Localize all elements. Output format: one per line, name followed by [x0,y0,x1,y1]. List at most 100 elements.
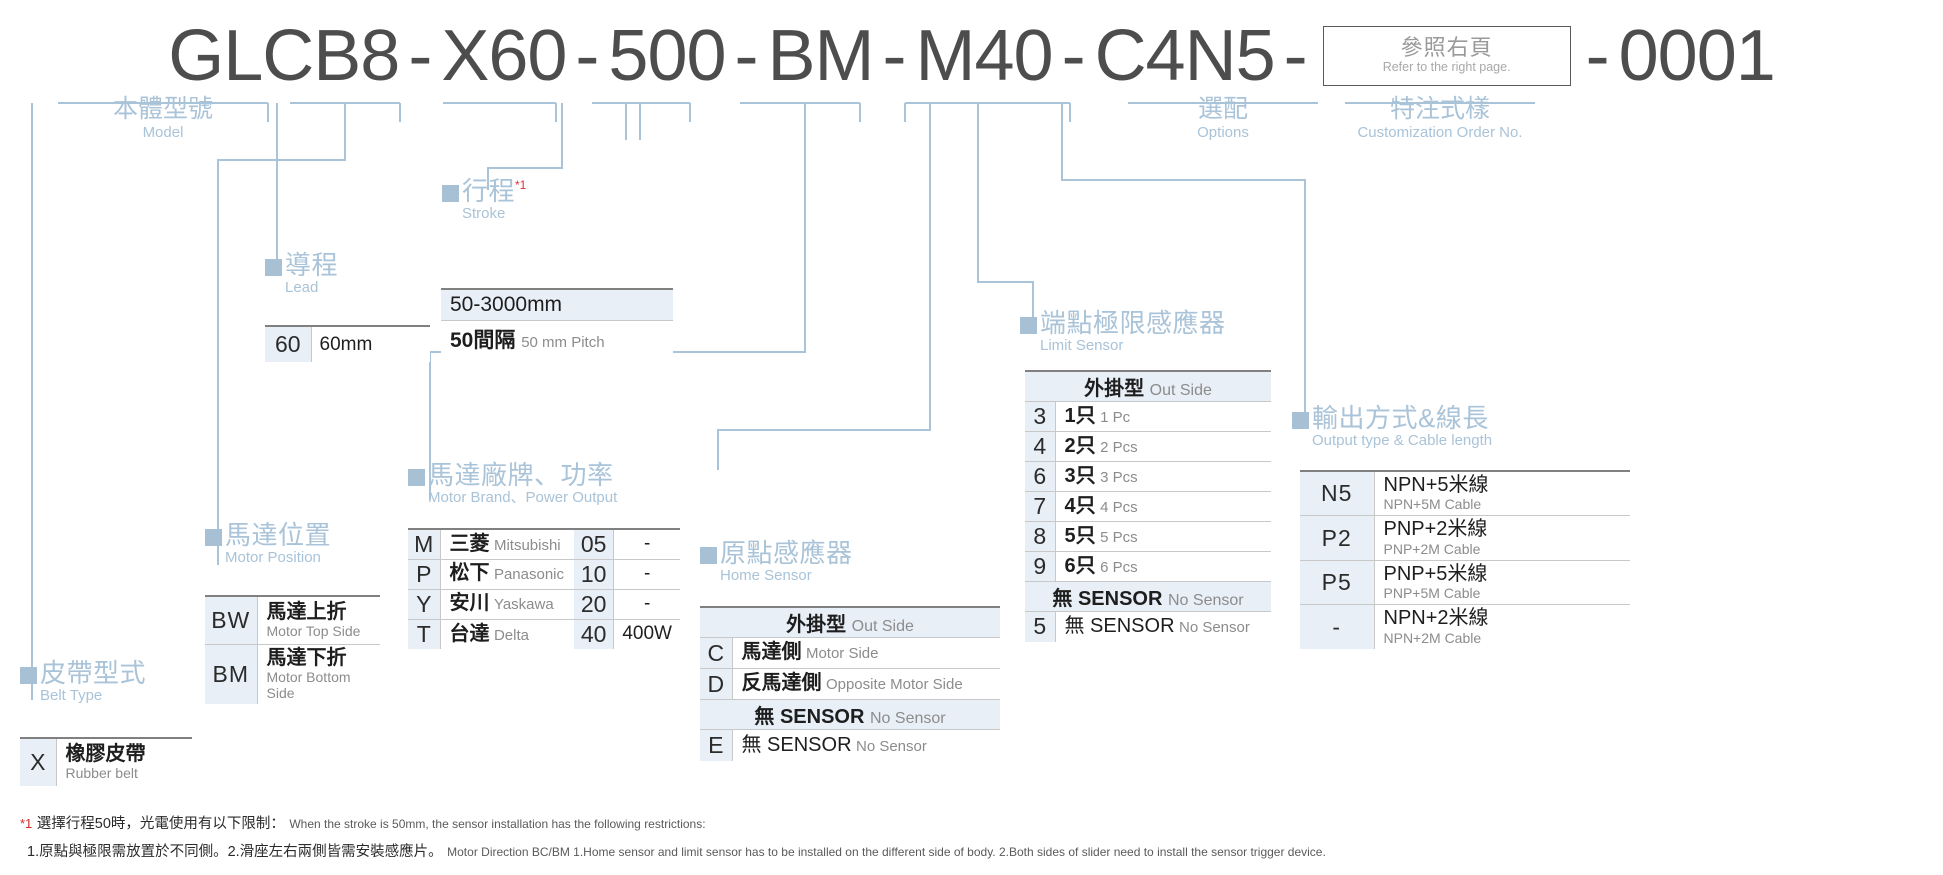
group-stroke: 行程*1 Stroke [442,176,526,223]
table-row[interactable]: 8 5只 5 Pcs [1025,521,1271,552]
output-type-desc-en: PNP+2M Cable [1383,540,1481,557]
bullet-square-icon [1292,412,1309,429]
home-sensor-band1: 外掛型 Out Side [700,606,1000,638]
output-type-desc: NPN+5米線 NPN+5M Cable [1374,470,1630,517]
table-row[interactable]: P2 PNP+2米線 PNP+2M Cable [1300,515,1630,561]
motor-brand-name-cn: 安川 [449,592,490,615]
limit-sensor-desc-en: No Sensor [1178,619,1250,637]
table-row[interactable]: X 橡膠皮帶 Rubber belt [20,737,192,786]
home-sensor-code: E [700,729,733,761]
output-type-code: P5 [1300,560,1375,606]
home-sensor-code: D [700,668,733,700]
belt-desc-en: Rubber belt [65,765,138,782]
bullet-square-icon [700,547,717,564]
motor-power-value: 400W [622,623,672,645]
code-dash: - [882,16,907,96]
motor-brand-code: M [408,528,441,560]
limit-sensor-code: 4 [1025,431,1056,462]
belt-code: X [20,737,57,786]
home-sensor-band2-en: No Sensor [870,710,946,727]
table-row[interactable]: E 無 SENSOR No Sensor [700,729,1000,761]
code-option-box[interactable]: 參照右頁 Refer to the right page. [1322,26,1571,86]
table-row[interactable]: BM 馬達下折 Motor Bottom Side [205,644,380,705]
table-row[interactable]: P5 PNP+5米線 PNP+5M Cable [1300,560,1630,606]
table-row[interactable]: Y 安川 Yaskawa 20 - [408,589,680,620]
table-row[interactable]: 9 6只 6 Pcs [1025,551,1271,582]
output-type-desc-cn: PNP+2米線 [1383,518,1488,541]
output-type-desc-cn: NPN+2米線 [1383,607,1489,630]
table-row[interactable]: P 松下 Panasonic 10 - [408,559,680,590]
code-segment-motor-position: BM [767,16,875,96]
motor-brand-name: 三菱 Mitsubishi [440,528,574,560]
motor-power-value: - [613,589,680,620]
motor-power-code: 05 [573,528,615,560]
group-output-type-cn: 輸出方式&線長 [1312,403,1489,433]
group-lead-cn: 導程 [285,250,339,280]
table-row[interactable]: 50間隔 50 mm Pitch [441,320,673,357]
table-band-header: 無 SENSOR No Sensor [1025,581,1271,612]
limit-sensor-desc-cn: 3只 [1064,464,1096,487]
footnote-line-1-en: When the stroke is 50mm, the sensor inst… [289,817,706,831]
group-limit-sensor-cn: 端點極限感應器 [1040,308,1226,338]
limit-sensor-desc-cn: 無 SENSOR [1064,615,1175,638]
output-type-code: - [1300,604,1375,649]
limit-sensor-desc: 2只 2 Pcs [1055,431,1271,462]
label-options-en: Options [1197,123,1249,141]
home-sensor-desc-cn: 反馬達側 [741,672,822,695]
footnote-line-1-cn: 選擇行程50時，光電使用有以下限制： [36,816,285,832]
output-type-code: P2 [1300,515,1375,561]
limit-sensor-desc: 無 SENSOR No Sensor [1055,612,1271,642]
table-row[interactable]: - NPN+2米線 NPN+2M Cable [1300,604,1630,649]
code-segment-stroke: 500 [608,16,726,96]
motor-power-code: 40 [573,619,615,649]
footnote-line-2-en: Motor Direction BC/BM 1.Home sensor and … [447,845,1326,859]
motor-power-value: - [613,528,680,560]
limit-sensor-desc-en: 6 Pcs [1100,558,1138,576]
code-option-box-cn: 參照右頁 [1400,35,1493,61]
table-row[interactable]: 60 60mm [265,325,430,362]
table-row[interactable]: BW 馬達上折 Motor Top Side [205,595,380,645]
code-dash: - [575,16,600,96]
code-dash: - [408,16,433,96]
table-row[interactable]: 3 1只 1 Pc [1025,401,1271,432]
lead-value: 60mm [311,325,430,362]
group-stroke-cn: 行程 [462,176,516,206]
limit-sensor-desc: 6只 6 Pcs [1055,551,1271,582]
group-motor-position-en: Motor Position [225,549,321,567]
table-limit-sensor: 外掛型 Out Side 3 1只 1 Pc 4 2只 2 Pcs 6 3只 3… [1025,370,1271,642]
table-row[interactable]: C 馬達側 Motor Side [700,637,1000,669]
table-band-header: 外掛型 Out Side [700,606,1000,638]
table-row[interactable]: 4 2只 2 Pcs [1025,431,1271,462]
footnote-star: *1 [20,816,33,831]
motor-brand-name-en: Delta [493,626,529,644]
table-row[interactable]: 5 無 SENSOR No Sensor [1025,611,1271,642]
home-sensor-desc: 馬達側 Motor Side [732,637,1000,669]
motor-brand-code: Y [408,589,441,620]
group-output-type: 輸出方式&線長 Output type & Cable length [1292,403,1492,450]
limit-sensor-code: 8 [1025,521,1056,552]
belt-desc-cn: 橡膠皮帶 [65,742,146,765]
table-row[interactable]: T 台達 Delta 40 400W [408,619,680,649]
table-row[interactable]: D 反馬達側 Opposite Motor Side [700,668,1000,700]
table-row[interactable]: N5 NPN+5米線 NPN+5M Cable [1300,470,1630,517]
code-option-box-en: Refer to the right page. [1382,60,1511,75]
motor-brand-name-cn: 三菱 [449,532,490,555]
table-lead: 60 60mm [265,325,430,362]
table-row[interactable]: 6 3只 3 Pcs [1025,461,1271,492]
table-motor-brand: M 三菱 Mitsubishi 05 - P 松下 Panasonic 10 -… [408,528,680,649]
motor-brand-name-cn: 松下 [449,562,490,585]
output-type-desc-cn: NPN+5米線 [1383,474,1489,496]
home-sensor-code: C [700,637,733,669]
bullet-square-icon [1020,317,1037,334]
home-sensor-desc-en: Motor Side [805,645,879,663]
limit-sensor-desc-en: 5 Pcs [1100,528,1138,546]
label-customization: 特注式樣 Customization Order No. [1345,95,1535,143]
table-row[interactable]: 50-3000mm [441,288,673,321]
output-type-desc: PNP+2米線 PNP+2M Cable [1374,515,1630,561]
table-row[interactable]: 7 4只 4 Pcs [1025,491,1271,522]
limit-sensor-code: 9 [1025,551,1056,582]
table-row[interactable]: M 三菱 Mitsubishi 05 - [408,528,680,560]
motor-brand-name: 松下 Panasonic [440,559,574,590]
group-limit-sensor: 端點極限感應器 Limit Sensor [1020,308,1226,355]
bullet-square-icon [205,529,222,546]
